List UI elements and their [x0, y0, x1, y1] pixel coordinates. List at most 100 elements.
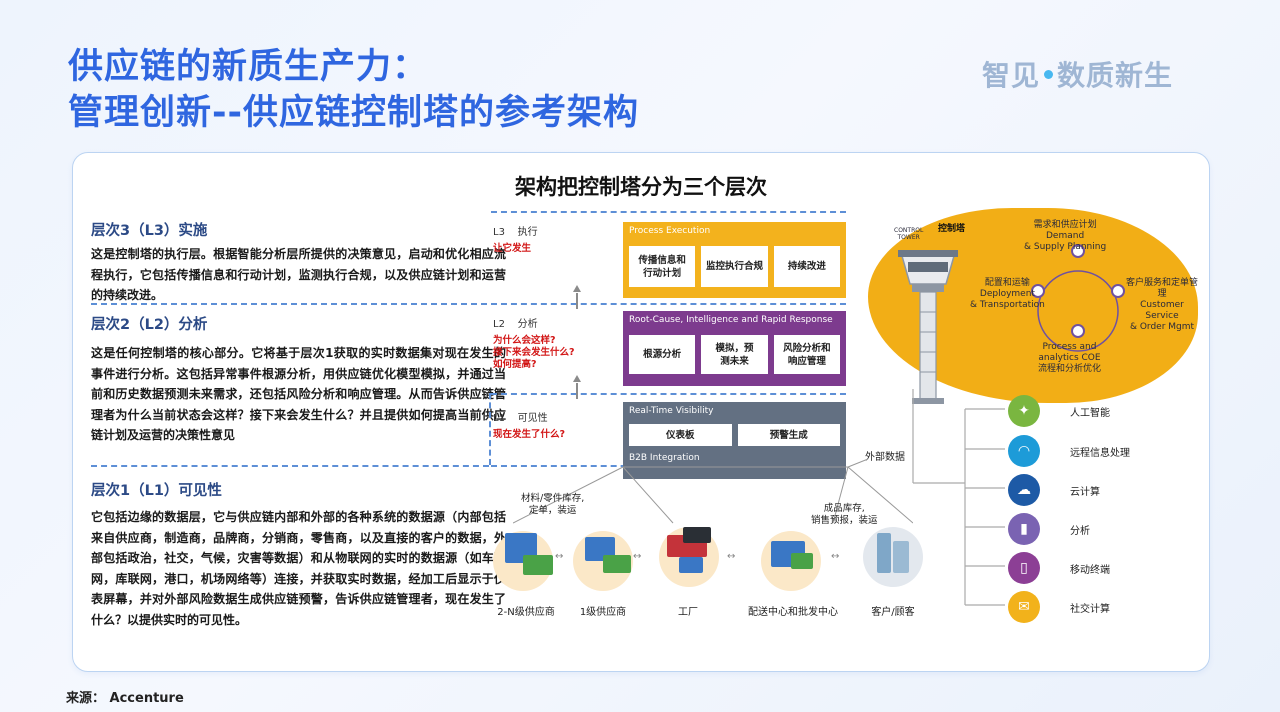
chain-note-left: 材料/零件库存, 定单，装运	[521, 493, 585, 516]
tech-ai-label: 人工智能	[1070, 407, 1110, 419]
tech-tree-lines	[912, 389, 1005, 606]
source-note: 来源： Accenture	[66, 691, 184, 706]
l2-tag: L2 分析	[493, 319, 538, 330]
customer-label: 客户服务和定单管理 Customer Service & Order Mgmt	[1126, 278, 1199, 332]
box-risk: 风险分析和 响应管理	[773, 335, 840, 374]
divider-l3-l2	[91, 303, 487, 305]
mobile-icon: ▯	[1008, 552, 1040, 584]
l1-question: 现在发生了什么?	[493, 429, 566, 440]
building-2-icon	[893, 541, 909, 573]
b2b-integration-label: B2B Integration	[629, 453, 700, 463]
ai-bulb-icon: ✦	[1008, 395, 1040, 427]
box-monitor: 监控执行合规	[701, 246, 768, 287]
root-cause-header: Root-Cause, Intelligence and Rapid Respo…	[629, 315, 833, 325]
tech-cloud-label: 云计算	[1070, 486, 1100, 498]
box-improve: 持续改进	[773, 246, 840, 287]
cycle-ring	[1037, 270, 1119, 352]
bracket-top	[491, 211, 846, 213]
level-1-block: 层次1（L1）可见性 它包括边缘的数据层，它与供应链内部和外部的各种系统的数据源…	[91, 479, 506, 630]
content-card: 架构把控制塔分为三个层次 层次3（L3）实施 这是控制塔的执行层。根据智能分析层…	[72, 152, 1210, 672]
tech-social: ✉ 社交计算	[1008, 591, 1110, 623]
tech-mobile: ▯ 移动终端	[1008, 552, 1110, 584]
title-line-2: 管理创新--供应链控制塔的参考架构	[68, 93, 640, 133]
factory-container-icon	[679, 557, 703, 573]
arrow-up-line-2	[576, 383, 578, 399]
tech-cloud: ☁ 云计算	[1008, 474, 1100, 506]
external-data-label: 外部数据	[865, 452, 905, 463]
arrow-chain-3-icon: ↔	[727, 551, 736, 562]
brand-logo: 智见 数质新生	[982, 52, 1173, 96]
analytics-icon: ▮	[1008, 513, 1040, 545]
tech-social-label: 社交计算	[1070, 603, 1110, 615]
arrow-chain-4-icon: ↔	[831, 551, 840, 562]
brand-left: 智见	[982, 59, 1041, 92]
brand-right: 数质新生	[1057, 59, 1174, 92]
level-2-block: 层次2（L2）分析 这是任何控制塔的核心部分。它将基于层次1获取的实时数据集对现…	[91, 313, 506, 446]
level-3-title: 层次3（L3）实施	[91, 223, 208, 239]
node-supplier-1: 1级供应商	[579, 607, 627, 618]
chain-note-right: 成品库存, 销售预报，装运	[811, 503, 878, 526]
l1-tag: L1 可见性	[493, 413, 548, 424]
layer-process-execution: Process Execution 传播信息和 行动计划 监控执行合规 持续改进	[623, 222, 846, 298]
node-analytics	[1071, 324, 1085, 338]
deployment-label: 配置和运输 Deployment & Transportation	[970, 278, 1045, 310]
level-2-title: 层次2（L2）分析	[91, 317, 208, 333]
process-execution-header: Process Execution	[629, 226, 711, 236]
cloud-icon: ☁	[1008, 474, 1040, 506]
building-icon	[877, 533, 891, 573]
node-deployment	[1031, 284, 1045, 298]
l2-question: 为什么会这样? 接下来会发生什么? 如何提高?	[493, 335, 575, 370]
analytics-label: Process and analytics COE 流程和分析优化	[1038, 342, 1102, 374]
factory-server-icon	[683, 527, 711, 543]
node-customer: 客户/顾客	[871, 607, 915, 618]
control-tower-panel: CONTROL TOWER 控制塔 需求和供应计划 Demand & Suppl…	[868, 208, 1199, 404]
brand-dot-icon	[1044, 69, 1054, 79]
bracket-mid-2	[491, 393, 846, 395]
tower-label: CONTROL TOWER	[894, 227, 924, 241]
level-1-title: 层次1（L1）可见性	[91, 483, 222, 499]
connector-lines	[513, 458, 913, 524]
tech-ai: ✦ 人工智能	[1008, 395, 1110, 427]
dc-box-icon	[791, 553, 813, 569]
node-customer	[1111, 284, 1125, 298]
supplier-n-box-icon	[523, 555, 553, 575]
level-3-text: 这是控制塔的执行层。根据智能分析层所提供的决策意见，启动和优化相应流程执行，它包…	[91, 247, 506, 302]
l3-question: 让它发生	[493, 243, 532, 254]
node-supplier-n: 2-N级供应商	[497, 607, 555, 618]
node-distribution: 配送中心和批发中心	[748, 607, 838, 618]
bracket-mid-1	[491, 303, 846, 305]
divider-l2-l1	[91, 465, 489, 467]
arrow-up-1-icon	[573, 285, 581, 292]
node-factory: 工厂	[678, 607, 698, 618]
demand-label: 需求和供应计划 Demand & Supply Planning	[1024, 220, 1107, 252]
arrow-chain-2-icon: ↔	[633, 551, 642, 562]
bracket-vertical	[489, 393, 491, 465]
supplier-1-box-icon	[603, 555, 631, 573]
box-root-cause: 根源分析	[629, 335, 696, 374]
arrow-chain-1-icon: ↔	[555, 551, 564, 562]
box-communicate: 传播信息和 行动计划	[629, 246, 696, 287]
tower-label-cn: 控制塔	[938, 224, 966, 234]
level-1-text: 它包括边缘的数据层，它与供应链内部和外部的各种系统的数据源（内部包括来自供应商，…	[91, 510, 506, 627]
slide-title: 供应链的新质生产力： 管理创新--供应链控制塔的参考架构	[68, 44, 639, 136]
arrow-up-2-icon	[573, 375, 581, 382]
level-2-text: 这是任何控制塔的核心部分。它将基于层次1获取的实时数据集对现在发生的事件进行分析…	[91, 346, 506, 442]
tech-telematics: ◠ 远程信息处理	[1008, 435, 1130, 467]
wifi-icon: ◠	[1008, 435, 1040, 467]
social-icon: ✉	[1008, 591, 1040, 623]
box-simulate: 模拟，预 测未来	[701, 335, 768, 374]
visibility-header: Real-Time Visibility	[629, 406, 714, 416]
layer-visibility: Real-Time Visibility 仪表板 预警生成 B2B Integr…	[623, 402, 846, 479]
tech-telematics-label: 远程信息处理	[1070, 447, 1130, 459]
layer-root-cause: Root-Cause, Intelligence and Rapid Respo…	[623, 311, 846, 386]
tech-analytics: ▮ 分析	[1008, 513, 1090, 545]
tech-mobile-label: 移动终端	[1070, 564, 1110, 576]
box-dashboard: 仪表板	[629, 424, 732, 446]
title-line-1: 供应链的新质生产力：	[68, 47, 429, 87]
card-title: 架构把控制塔分为三个层次	[515, 175, 767, 199]
node-demand	[1071, 244, 1085, 258]
l3-tag: L3 执行	[493, 227, 538, 238]
control-tower-icon	[898, 250, 958, 404]
box-alert: 预警生成	[737, 424, 840, 446]
level-3-block: 层次3（L3）实施 这是控制塔的执行层。根据智能分析层所提供的决策意见，启动和优…	[91, 219, 506, 306]
